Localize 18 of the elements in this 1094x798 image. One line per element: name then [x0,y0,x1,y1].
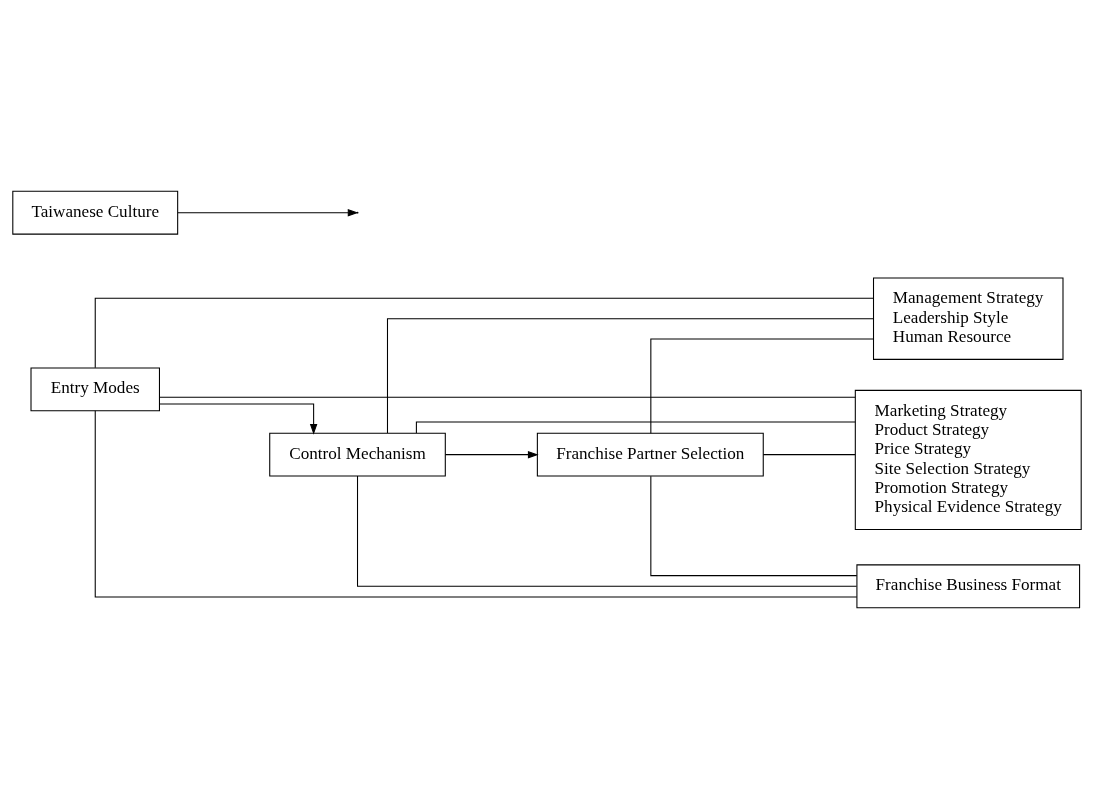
connector [94,297,874,368]
node-box: Franchise Partner Selection [536,432,764,477]
connector [159,396,856,398]
connector [650,338,874,434]
node-box: Control Mechanism [269,432,446,477]
connector [94,409,858,598]
node-box: Taiwanese Culture [12,190,179,235]
connector [415,420,856,434]
connector [357,475,858,587]
arrow [444,450,539,458]
node-box: Franchise Business Format [856,563,1081,608]
arrow [159,402,318,435]
node-box: Marketing Strategy Product Strategy Price Strategy Site Selection Strategy Promotion Strategy Physical Evidence Strategy [854,389,1082,530]
connector [650,475,858,576]
node-box: Entry Modes [30,366,160,411]
connector [762,453,856,455]
connector [386,317,874,434]
node-box: Management Strategy Leadership Style Human Resource [872,276,1064,360]
